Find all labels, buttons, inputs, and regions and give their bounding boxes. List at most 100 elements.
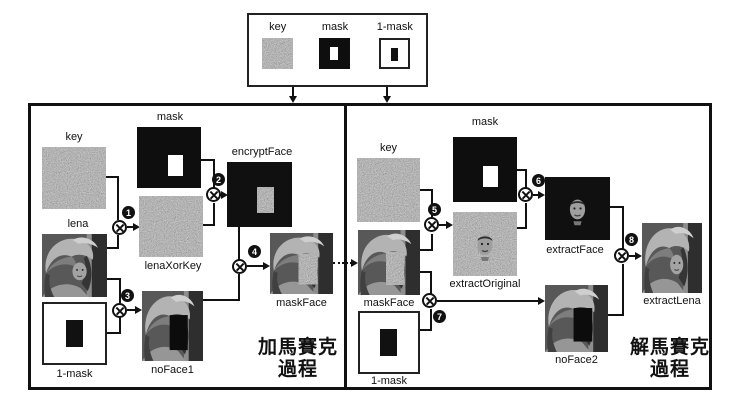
mask-hole <box>168 155 183 176</box>
connector-line <box>238 274 240 301</box>
connector-line <box>420 271 432 273</box>
legend-mask-label: mask <box>321 21 349 33</box>
connector-line <box>127 309 136 311</box>
lena-xor-key-noise-image <box>139 196 203 257</box>
mask-face-image <box>358 230 420 295</box>
connector-line <box>201 159 215 161</box>
connector-line <box>420 249 433 251</box>
step-badge-1: 1 <box>122 206 135 219</box>
lena-image <box>42 234 107 297</box>
legend-key-label: key <box>269 21 287 33</box>
arrowhead-right-icon <box>538 297 545 305</box>
connector-line <box>247 265 265 267</box>
connector-line <box>517 227 527 229</box>
inv-mask-image <box>379 38 411 69</box>
inv-mask-hole <box>380 329 397 356</box>
connector-line <box>517 169 527 171</box>
connector-line <box>430 309 432 331</box>
lena-xor-key-label: lenaXorKey <box>144 260 202 272</box>
lena-label: lena <box>67 218 89 230</box>
mask-image <box>453 137 517 202</box>
arrowhead-right-icon <box>635 252 642 260</box>
connector-line <box>525 169 527 188</box>
mask-image <box>319 38 351 69</box>
connector-line <box>119 278 121 303</box>
arrowhead-right-icon <box>133 223 140 231</box>
dotted-connector-line <box>333 262 352 264</box>
key-noise-image <box>357 158 420 222</box>
xor-node-7 <box>422 293 437 308</box>
xor-node-3 <box>112 303 127 318</box>
no-face2-image <box>545 285 608 352</box>
mask-face-image <box>270 233 333 294</box>
mask-face-label: maskFace <box>363 297 415 309</box>
arrowhead-down-icon <box>383 96 391 103</box>
encrypt-title-line2: 過程 <box>277 359 318 380</box>
connector-line <box>238 227 240 260</box>
arrowhead-right-icon <box>538 191 545 199</box>
step-badge-5: 5 <box>428 203 441 216</box>
mask-face-label: maskFace <box>276 297 327 309</box>
connector-line <box>386 87 388 97</box>
extract-face-image <box>545 177 610 240</box>
panel-divider <box>344 103 347 390</box>
decrypt-title-line2: 過程 <box>649 359 690 380</box>
extract-face-label: extractFace <box>546 244 604 256</box>
mask-label: mask <box>156 111 184 123</box>
extract-lena-label: extractLena <box>643 295 701 307</box>
inv-mask-label: 1-mask <box>370 375 408 387</box>
arrowhead-right-icon <box>446 221 453 229</box>
arrowhead-right-icon <box>351 259 358 267</box>
connector-line <box>622 206 624 249</box>
connector-line <box>629 255 637 257</box>
arrowhead-down-icon <box>289 96 297 103</box>
inv-mask-label: 1-mask <box>56 368 93 380</box>
encrypt-panel-title: 加馬賽克 過程 <box>254 337 342 381</box>
decrypt-title-line1: 解馬賽克 <box>629 337 710 358</box>
connector-line <box>608 314 624 316</box>
xor-node-5 <box>424 217 439 232</box>
connector-line <box>119 317 121 334</box>
xor-node-4 <box>232 259 247 274</box>
inv-mask-hole <box>391 48 399 61</box>
connector-line <box>622 264 624 316</box>
key-label: key <box>379 142 398 154</box>
xor-node-6 <box>518 187 533 202</box>
mask-image <box>137 127 201 188</box>
legend-inv-mask-label: 1-mask <box>376 21 413 33</box>
step-badge-3: 3 <box>121 289 134 302</box>
connector-line <box>213 203 215 225</box>
step-badge-2: 2 <box>212 173 225 186</box>
mask-hole <box>483 166 498 187</box>
xor-node-2 <box>206 187 221 202</box>
extract-original-label: extractOriginal <box>449 278 521 290</box>
step-badge-8: 8 <box>625 233 638 246</box>
step-badge-6: 6 <box>532 174 545 187</box>
key-label: key <box>65 131 83 143</box>
legend-item-mask: mask <box>319 21 351 69</box>
connector-line <box>117 176 119 220</box>
connector-line <box>610 206 624 208</box>
connector-line <box>437 300 539 302</box>
connector-line <box>107 278 121 280</box>
legend-item-key: key <box>262 21 294 69</box>
connector-line <box>203 224 215 226</box>
connector-line <box>127 226 135 228</box>
key-noise-image <box>42 147 106 209</box>
connector-line <box>431 234 433 250</box>
extract-lena-image <box>642 223 702 293</box>
encrypt-face-label: encryptFace <box>231 146 293 158</box>
key-noise-image <box>262 38 294 69</box>
connector-line <box>105 176 119 178</box>
no-face1-image <box>142 291 203 361</box>
connector-line <box>533 194 540 196</box>
inv-mask-image <box>358 311 420 374</box>
connector-line <box>107 332 121 334</box>
step-badge-7: 7 <box>433 310 446 323</box>
no-face1-label: noFace1 <box>151 364 194 376</box>
mask-label: mask <box>471 116 499 128</box>
extract-original-image <box>453 212 517 276</box>
encrypt-title-line1: 加馬賽克 <box>257 337 338 358</box>
connector-line <box>420 189 433 191</box>
